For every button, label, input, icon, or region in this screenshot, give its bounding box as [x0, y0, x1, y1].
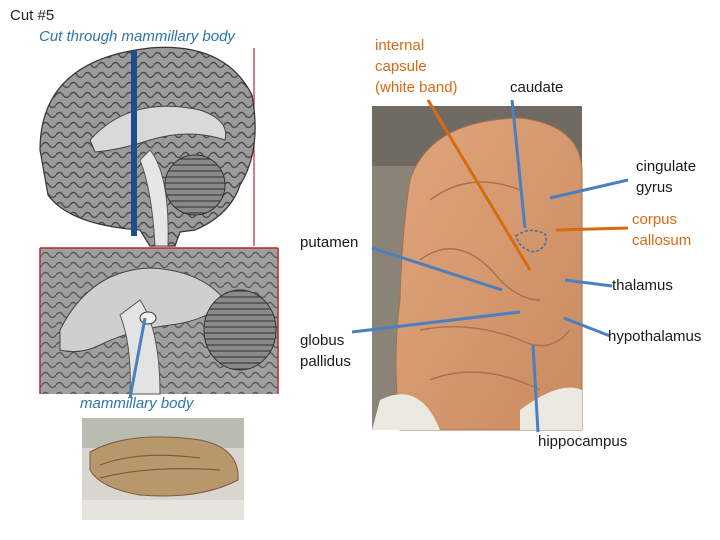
label-cingulate-gyrus-line2: gyrus [636, 179, 673, 196]
label-cingulate-gyrus-line1: cingulate [636, 158, 697, 175]
brainstem-illustration [139, 149, 169, 247]
pointer-lines [128, 99, 629, 433]
label-thalamus: thalamus [612, 277, 673, 294]
label-cingulate-gyrus: cingulate gyrus [636, 156, 696, 198]
label-putamen: putamen [300, 234, 359, 251]
label-internal-capsule-line2: capsule [375, 58, 427, 75]
label-corpus-callosum: corpus callosum [632, 209, 691, 251]
glove-right [520, 387, 582, 430]
thalamus-pointer [564, 278, 613, 288]
caudate-pointer [510, 99, 527, 229]
zoom-mammillary-body [139, 311, 157, 325]
corpus-callosum-outline [515, 229, 547, 253]
slice-tissue [395, 117, 583, 431]
globus-pallidus-pointer [351, 310, 521, 334]
specimen-thumbnail-photo [82, 418, 244, 520]
glove-left [372, 394, 440, 430]
label-hypothalamus: hypothalamus [608, 328, 702, 345]
putamen-pointer [371, 246, 503, 292]
label-corpus-callosum-line1: corpus [632, 211, 678, 228]
zoom-cerebellum [203, 289, 277, 371]
hypothalamus-pointer [563, 316, 611, 338]
cut-line-marker [131, 50, 137, 236]
label-internal-capsule: internal capsule (white band) [375, 35, 458, 98]
mammillary-body-pointer [128, 317, 147, 399]
label-globus-pallidus-line2: pallidus [300, 353, 351, 370]
internal-capsule-pointer [426, 99, 532, 271]
corpus-callosum-pointer [555, 226, 629, 232]
label-globus-pallidus-line1: globus [300, 332, 345, 349]
zoomed-sagittal-illustration [39, 247, 279, 395]
cerebrum-shape [39, 46, 256, 247]
label-internal-capsule-line1: internal [375, 37, 425, 54]
slide-subtitle: Cut through mammillary body [39, 28, 235, 45]
label-globus-pallidus: globus pallidus [300, 330, 351, 372]
brain-slice-photo [372, 106, 583, 431]
sagittal-brain-illustration [39, 46, 256, 247]
cingulate-gyrus-pointer [549, 178, 629, 200]
hippocampus-pointer [531, 344, 540, 433]
label-hippocampus: hippocampus [538, 433, 628, 450]
label-corpus-callosum-line2: callosum [632, 232, 692, 249]
label-mammillary-body: mammillary body [80, 395, 194, 412]
cerebellum-illustration [164, 154, 226, 216]
label-internal-capsule-line3: (white band) [375, 79, 458, 96]
slide-title: Cut #5 [10, 7, 55, 24]
label-caudate: caudate [510, 79, 564, 96]
